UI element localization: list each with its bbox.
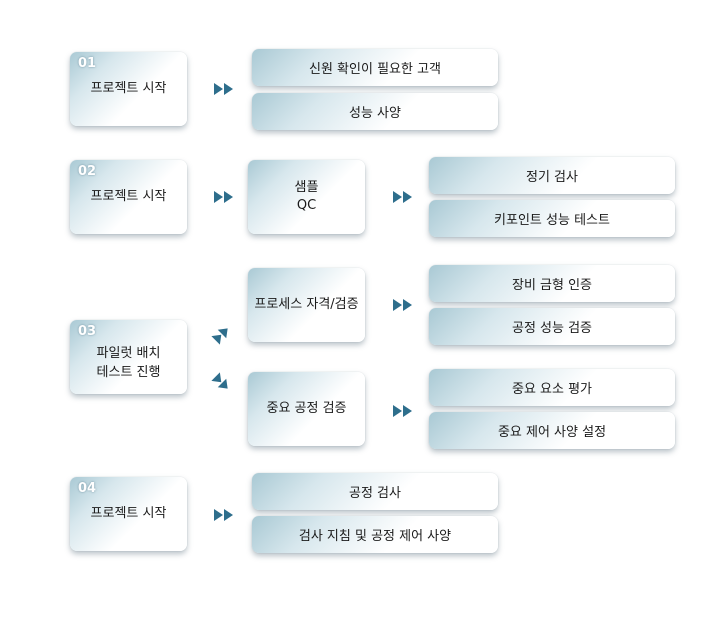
row3-upper-item-2: 공정 성능 검증: [429, 308, 675, 345]
step-03-box: 03 파일럿 배치 테스트 진행: [70, 320, 187, 394]
row1-item-2: 성능 사양: [252, 93, 498, 130]
double-arrow-right-icon: [214, 83, 233, 95]
double-arrow-right-icon: [214, 191, 233, 203]
step-01-box: 01 프로젝트 시작: [70, 52, 187, 126]
double-arrow-right-icon: [214, 509, 233, 521]
step-02-box: 02 프로젝트 시작: [70, 160, 187, 234]
row3-lower-item-1: 중요 요소 평가: [429, 369, 675, 406]
step-label: 프로젝트 시작: [90, 81, 167, 96]
row4-item-2: 검사 지침 및 공정 제어 사양: [252, 516, 498, 553]
row1-item-1: 신원 확인이 필요한 고객: [252, 49, 498, 86]
step-label: 프로젝트 시작: [90, 189, 167, 204]
mid-label: 중요 공정 검증: [266, 401, 347, 416]
step-label: 프로젝트 시작: [90, 506, 167, 521]
step-number: 01: [78, 56, 97, 71]
double-arrow-right-icon: [393, 191, 412, 203]
step-number: 02: [78, 164, 97, 179]
step-number: 03: [78, 324, 97, 339]
step-label: 파일럿 배치 테스트 진행: [70, 344, 187, 382]
step-label-line2: 테스트 진행: [96, 365, 161, 380]
step-04-box: 04 프로젝트 시작: [70, 477, 187, 551]
row2-mid-box: 샘플 QC: [248, 160, 365, 234]
double-arrow-up-right-icon: [211, 328, 228, 345]
row2-item-1: 정기 검사: [429, 157, 675, 194]
double-arrow-right-icon: [393, 405, 412, 417]
row3-lower-mid-box: 중요 공정 검증: [248, 372, 365, 446]
double-arrow-right-icon: [393, 299, 412, 311]
row3-upper-item-1: 장비 금형 인증: [429, 265, 675, 302]
mid-label: 프로세스 자격/검증: [254, 297, 359, 312]
row3-upper-mid-box: 프로세스 자격/검증: [248, 268, 365, 342]
mid-label-line2: QC: [296, 198, 317, 213]
step-number: 04: [78, 481, 97, 496]
row2-item-2: 키포인트 성능 테스트: [429, 200, 675, 237]
row3-lower-item-2: 중요 제어 사양 설정: [429, 412, 675, 449]
step-label-line1: 파일럿 배치: [96, 346, 161, 361]
mid-label-line1: 샘플: [294, 180, 319, 195]
double-arrow-down-right-icon: [211, 372, 228, 389]
row4-item-1: 공정 검사: [252, 473, 498, 510]
